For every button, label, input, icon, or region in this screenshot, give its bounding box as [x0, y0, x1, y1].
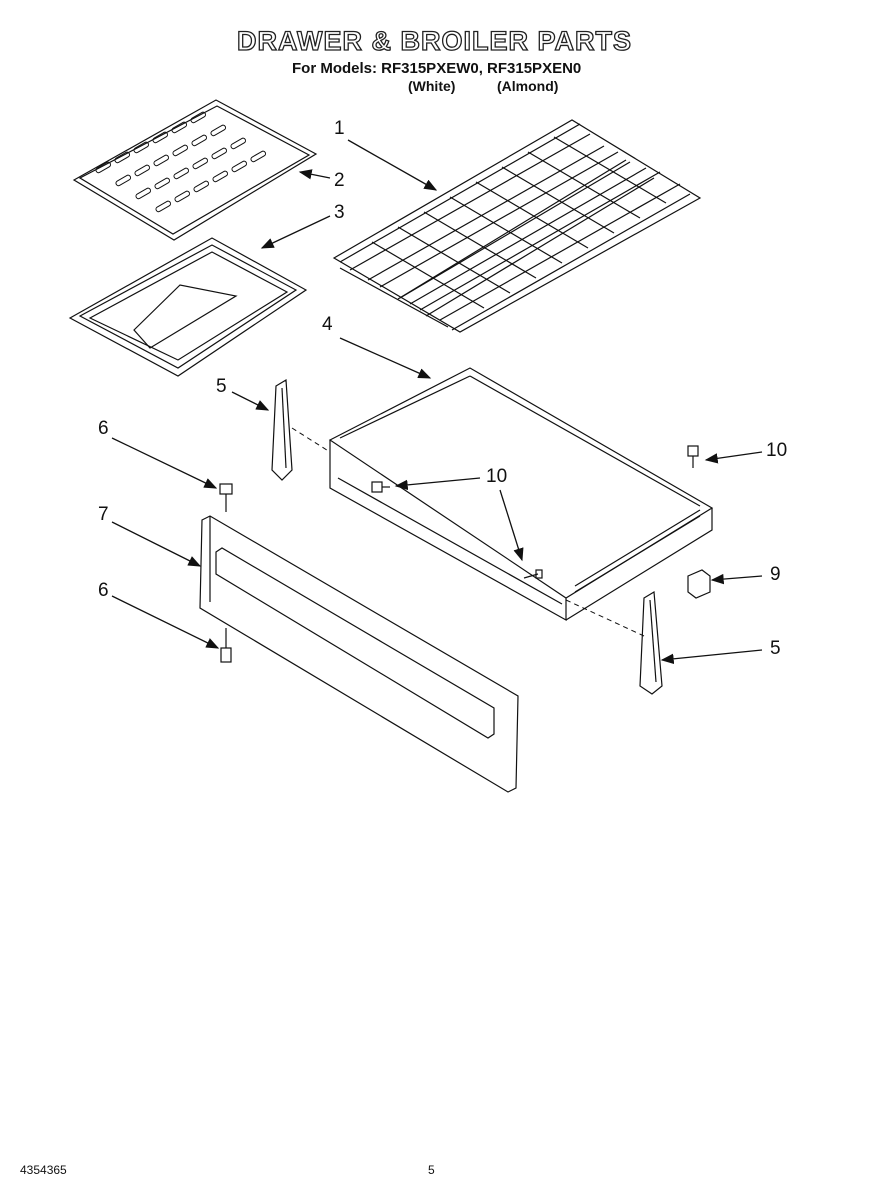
leader-dashed	[565, 599, 645, 637]
callout-5-left: 5	[216, 376, 227, 397]
callout-10-right: 10	[766, 440, 787, 461]
part-screw-10-lower	[523, 569, 543, 579]
callout-10-mid: 10	[486, 466, 507, 487]
part-drawer-front	[199, 515, 519, 793]
callout-6-top: 6	[98, 418, 109, 439]
part-drawer-glide-right	[639, 590, 663, 695]
leader-dashed	[291, 427, 331, 453]
callout-6-bottom: 6	[98, 580, 109, 601]
callout-7: 7	[98, 504, 109, 525]
part-screw-top	[219, 483, 233, 512]
color-white-label: (White)	[408, 78, 456, 94]
callout-4: 4	[322, 314, 333, 335]
part-oven-rack	[332, 119, 702, 333]
callout-5-right: 5	[770, 638, 781, 659]
callout-3: 3	[334, 202, 345, 223]
callout-2: 2	[334, 170, 345, 191]
color-almond-label: (Almond)	[497, 78, 559, 94]
part-screw-10-top	[687, 445, 699, 468]
part-clip	[687, 569, 711, 599]
part-screw-bottom	[220, 628, 232, 663]
part-broiler-pan	[68, 237, 308, 377]
part-drawer-body	[328, 367, 714, 622]
document-number: 4354365	[20, 1163, 67, 1177]
leader-arrows	[111, 139, 763, 665]
callout-9: 9	[770, 564, 781, 585]
page-number: 5	[428, 1163, 435, 1177]
part-drawer-glide-left	[271, 378, 293, 481]
page-title: DRAWER & BROILER PARTS	[236, 25, 632, 56]
model-numbers: For Models: RF315PXEW0, RF315PXEN0	[292, 60, 582, 77]
part-screw-10-mid	[371, 481, 390, 493]
part-broiler-grid	[72, 99, 318, 241]
callout-1: 1	[334, 118, 345, 139]
